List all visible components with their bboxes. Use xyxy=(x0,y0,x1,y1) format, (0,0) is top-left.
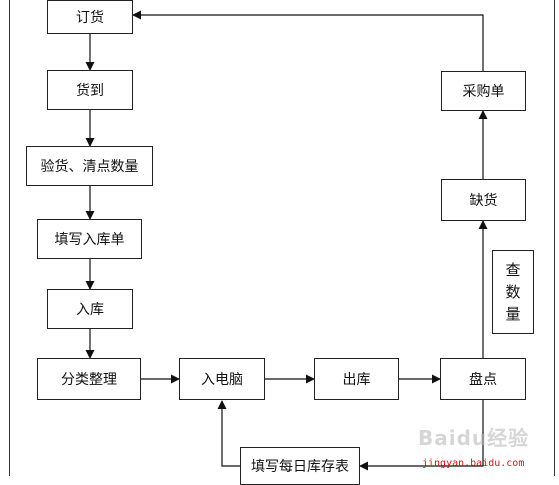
node-fill-form: 填写入库单 xyxy=(37,219,142,259)
watermark-logo: Baidu经验 xyxy=(418,426,530,450)
right-frame-line xyxy=(554,0,555,476)
node-shortage: 缺货 xyxy=(441,179,526,221)
arrow-purchase-to-order xyxy=(132,10,484,71)
node-sort: 分类整理 xyxy=(37,358,141,400)
node-store-out: 出库 xyxy=(314,358,399,400)
node-purchase: 采购单 xyxy=(441,71,526,111)
node-inventory: 盘点 xyxy=(440,358,526,400)
watermark-url: jingyan.baidu.com xyxy=(422,458,525,469)
node-enter-pc: 入电脑 xyxy=(179,358,265,400)
left-frame-line xyxy=(9,0,10,476)
node-check-quantity: 查 数 量 xyxy=(492,250,534,334)
arrow-inventory-to-daily-stock xyxy=(359,400,484,471)
arrow-daily-stock-to-enter-pc xyxy=(217,400,240,467)
node-daily-stock: 填写每日库存表 xyxy=(240,447,360,485)
node-store-in: 入库 xyxy=(47,289,133,329)
node-order: 订货 xyxy=(47,0,133,34)
node-arrival: 货到 xyxy=(47,70,133,110)
node-inspect: 验货、清点数量 xyxy=(26,146,153,186)
